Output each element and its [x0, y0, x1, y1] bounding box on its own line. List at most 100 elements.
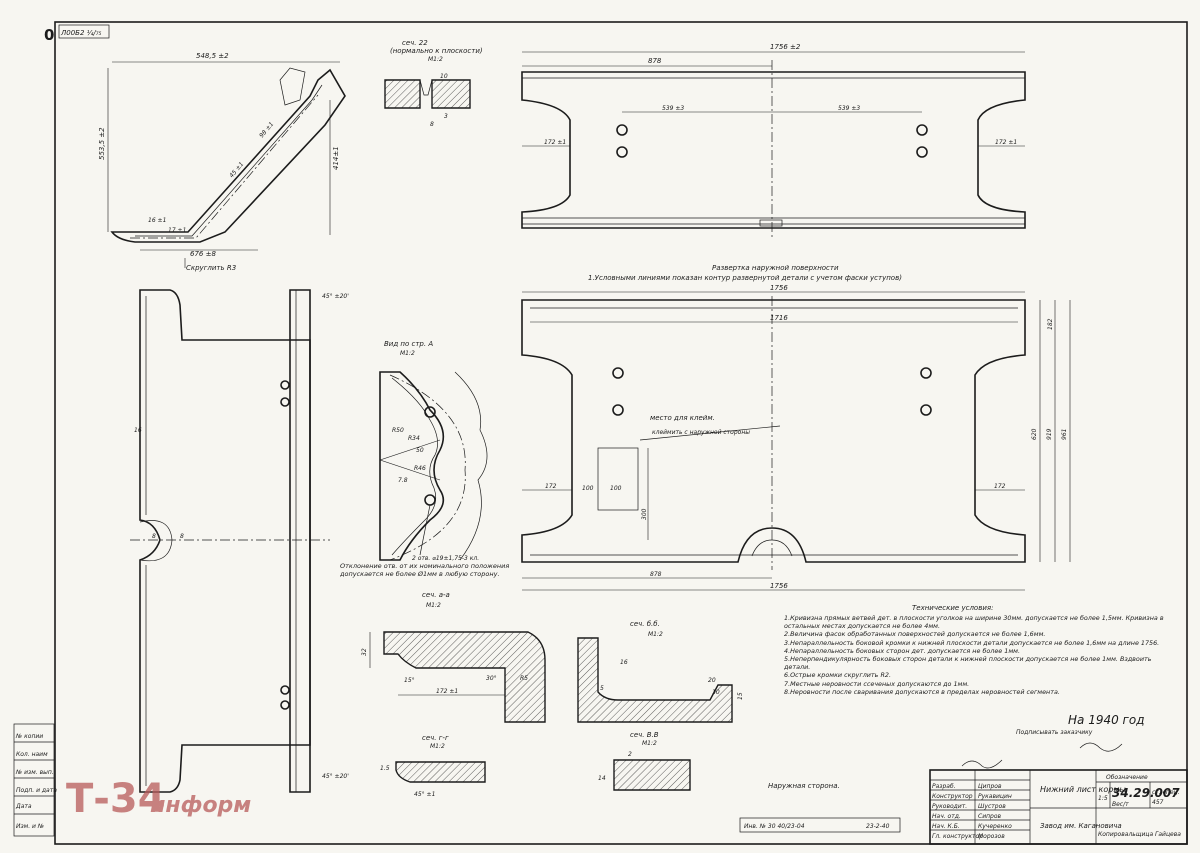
approval-note: Подписывать заказчику — [1016, 729, 1093, 736]
development-note: 1.Условными линиями показан контур разве… — [588, 274, 902, 282]
side-dim-angle-top: 45° ±20' — [322, 293, 349, 300]
dev-dim-bottom-half: 878 — [650, 571, 662, 578]
weight-value: 457 — [1152, 799, 1164, 806]
section-bb-dim-10: 10 — [712, 689, 720, 696]
sheet-number: 0 — [44, 26, 54, 44]
profile-note-round: Скруглить R3 — [186, 264, 236, 272]
stamp-label: Обозначение — [1106, 774, 1148, 781]
section-aa-title: сеч. а-а — [422, 591, 450, 599]
drawing-number: 34.29.007 — [1112, 786, 1180, 800]
profile-dim-right: 414±1 — [332, 146, 340, 170]
dev-dim-right: 172 — [994, 483, 1006, 490]
section-gg-title: сеч. г-г — [422, 734, 449, 742]
left-col-4: Подп. и дата — [16, 787, 57, 794]
tech-title: Технические условия: — [912, 604, 993, 612]
section-22-subtitle: (нормально к плоскости) — [390, 47, 483, 55]
role-4: Нач. отд. — [932, 813, 961, 820]
tech-condition-2: 2.Величина фасок обработанных поверхност… — [784, 630, 1046, 639]
left-col-2: Кол. наим — [16, 751, 48, 758]
weight-label: Вес/т — [1112, 801, 1129, 808]
section-vv: сеч. В.В М1:2 14 2 — [598, 731, 691, 791]
plan-dim-half: 878 — [648, 57, 662, 65]
section-bb-dim-16: 16 — [620, 659, 628, 666]
section-vv-dim-14: 14 — [598, 775, 606, 782]
view-a-dim-r34: R34 — [408, 435, 420, 442]
title-block-title: Нижний лист кормы. — [1040, 785, 1128, 794]
view-a-dim-78: 7.8 — [398, 477, 408, 484]
dev-dim-total: 1756 — [770, 284, 788, 292]
section-22-dim-c: 8 — [430, 121, 434, 128]
factory-name: Завод им. Кагановича — [1040, 822, 1122, 830]
doc-number: Л00Б2 ¼/₇₅ — [60, 29, 102, 37]
sheet-border — [54, 21, 1188, 845]
plan-dim-left-hole: 539 ±3 — [662, 105, 684, 112]
role-2: Конструктор — [932, 793, 973, 800]
view-a-note: Отклонение отв. от их номинального полож… — [340, 562, 510, 578]
signature-6: Морозов — [978, 833, 1005, 840]
left-col-1: № копии — [15, 733, 43, 740]
section-bb-title: сеч. б.б. — [630, 620, 660, 628]
watermark-main: Т-34 — [66, 776, 166, 822]
section-aa-dim-15deg: 15° — [404, 677, 415, 684]
view-a-dim-r50: R50 — [392, 427, 404, 434]
left-col-6: Изм. и № — [16, 823, 44, 830]
section-vv-scale: М1:2 — [642, 740, 657, 747]
signature-2: Рукавицин — [978, 793, 1012, 800]
view-a-detail: Вид по стр. А М1:2 R50 R34 R46 7.8 50 2 … — [340, 340, 510, 578]
dev-dim-left: 172 — [545, 483, 557, 490]
view-a-holes: 2 отв. ⌀19±1,75-3 кл. — [412, 555, 479, 562]
left-col-3: № изм. вып. — [15, 769, 54, 776]
signature-5: Кучеренко — [978, 823, 1012, 830]
dev-dim-h3: 919 — [1046, 428, 1053, 440]
watermark-sub: информ — [150, 793, 251, 818]
development-title: Развертка наружной поверхности — [712, 264, 839, 272]
section-aa-dim-r5: R5 — [520, 675, 528, 682]
development-view: Развертка наружной поверхности 1.Условны… — [521, 264, 1071, 591]
profile-dim-bottom: 676 ±8 — [190, 250, 216, 258]
plan-dim-right-notch: 172 ±1 — [995, 139, 1017, 146]
section-mark-left: 8 — [152, 533, 156, 540]
view-a-title: Вид по стр. А — [384, 340, 433, 348]
watermark: Т-34 информ — [66, 776, 251, 822]
section-bb: сеч. б.б. М1:2 16 5 20 10 15 — [577, 620, 744, 723]
dev-dim-w1: 100 — [582, 485, 594, 492]
signature-1: Ципров — [978, 783, 1002, 790]
section-bb-dim-5: 5 — [600, 685, 604, 692]
section-aa-dim-30deg: 30° — [486, 675, 497, 682]
section-bb-scale: М1:2 — [648, 631, 663, 638]
approval-stamp: На 1940 год Подписывать заказчику — [961, 713, 1145, 769]
outer-side-label: Наружная сторона. — [768, 782, 840, 790]
glue-note: клеймить с наружной стороны — [652, 429, 750, 436]
tech-condition-8: 8.Неровности после сваривания допускаютс… — [784, 687, 1060, 696]
bottom-right-note: Копировальщица Гайцева — [1098, 831, 1181, 838]
side-elevation: 45° ±20' 45° ±20' 16 8 8 — [130, 289, 349, 793]
section-gg: сеч. г-г М1:2 1.5 45° ±1 — [380, 734, 486, 798]
sheet-label: ст. спец. — [1152, 789, 1180, 796]
section-aa-dim-32: 32 — [361, 648, 368, 656]
signature-3: Шустров — [978, 803, 1006, 810]
section-aa: сеч. а-а М1:2 32 172 ±1 15° 30° R5 — [361, 591, 546, 723]
profile-dim-width: 548,5 ±2 — [196, 52, 229, 60]
section-vv-dim-2: 2 — [628, 751, 632, 758]
bottom-stamp: Инв. № 30 40/23-04 23-2-40 — [739, 817, 901, 833]
section-gg-dim-a: 1.5 — [380, 765, 390, 772]
dev-dim-bottom-total: 1756 — [770, 582, 788, 590]
profile-dim-c: 16 ±1 — [148, 217, 166, 224]
section-22-title: сеч. 22 — [402, 39, 428, 47]
dev-dim-w2: 100 — [610, 485, 622, 492]
profile-view: 548,5 ±2 553,5 ±2 676 ±8 414±1 98 ±1 45 … — [98, 52, 346, 272]
tech-condition-3: 3.Непараллельность боковой кромки к нижн… — [784, 638, 1160, 647]
dev-dim-h4: 961 — [1061, 429, 1068, 440]
scale-value: 1:5 — [1098, 795, 1108, 802]
view-a-note-wrap: Отклонение отв. от их номинального полож… — [340, 562, 510, 578]
left-margin-column: № копии Кол. наим № изм. вып. Подп. и да… — [13, 723, 57, 837]
glue-label: место для клейм. — [650, 414, 715, 422]
tech-condition-1: 1.Кривизна прямых ветвей дет. в плоскост… — [784, 614, 1164, 631]
role-1: Разраб. — [932, 783, 956, 790]
section-22-dim-a: 10 — [440, 73, 448, 80]
role-3: Руководит. — [932, 803, 967, 810]
dev-dim-h5: 182 — [1047, 318, 1054, 330]
left-col-5: Дата — [15, 803, 32, 810]
view-a-dim-50: 50 — [416, 447, 424, 454]
